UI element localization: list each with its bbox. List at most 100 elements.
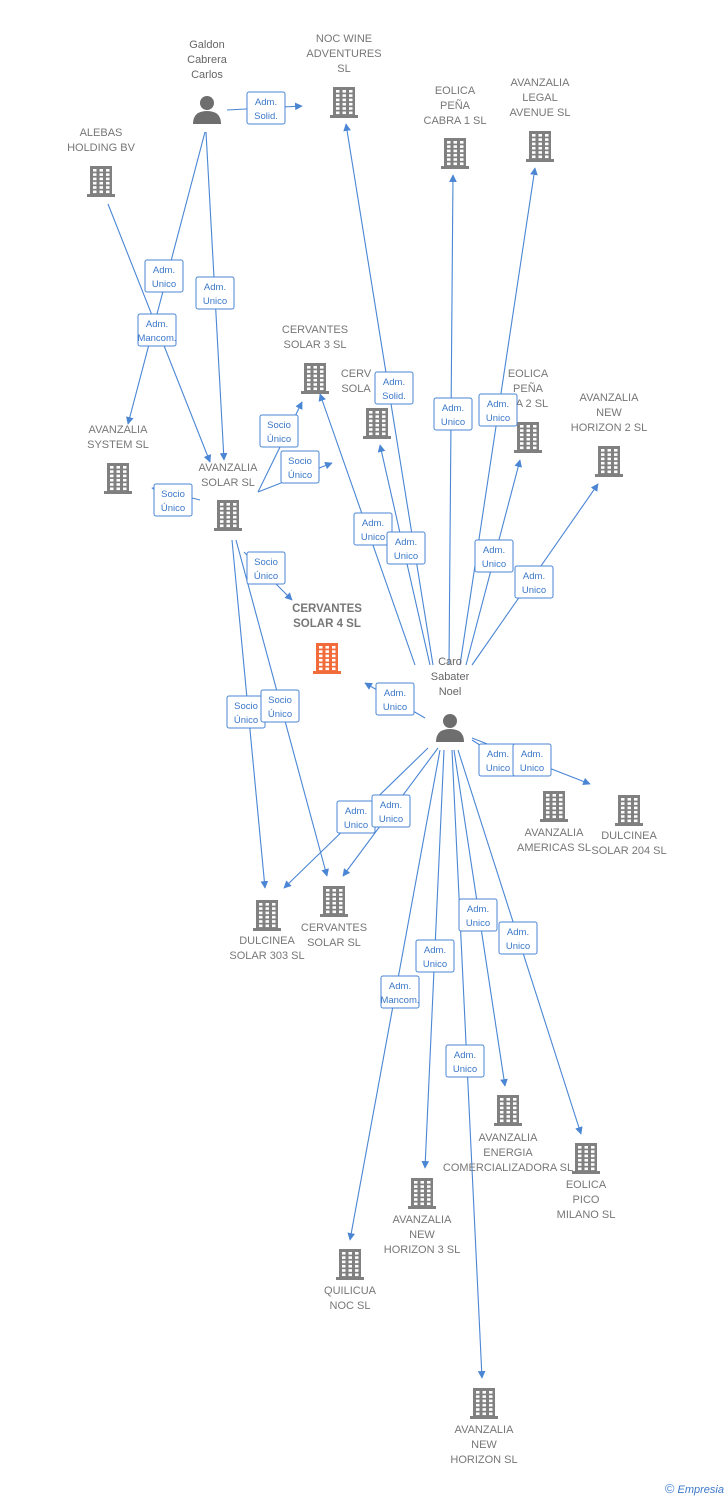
edge-label[interactable]: Adm.Unico	[386, 531, 426, 565]
company-node-cervantes3[interactable]	[301, 363, 329, 394]
company-node-cervantes4[interactable]	[313, 643, 341, 674]
edge-label-text: Solid.	[254, 111, 278, 122]
edge-label[interactable]: Adm.Unico	[445, 1044, 485, 1078]
edge-label-text: Unico	[482, 559, 506, 570]
edge-label[interactable]: Adm.Unico	[512, 743, 552, 777]
edge-label[interactable]: Adm. Unico	[144, 259, 184, 293]
edge-label-text: Adm.	[380, 800, 402, 811]
edge-label-box	[246, 91, 286, 125]
edge-label-text: Adm.	[383, 377, 405, 388]
company-node-avanzalia_energia[interactable]	[494, 1095, 522, 1126]
edge-label[interactable]: Adm. Unico	[474, 539, 514, 573]
company-node-quilicua[interactable]	[336, 1249, 364, 1280]
node-label-avanzalia_legal: AVENUE SL	[510, 107, 571, 119]
node-label-galdon: Cabrera	[187, 54, 228, 66]
company-node-noc_wine[interactable]	[330, 87, 358, 118]
company-node-cervantes_solar[interactable]	[320, 886, 348, 917]
node-label-avanzalia_americas: AMERICAS SL	[517, 842, 591, 854]
edge-label-text: Unico	[506, 941, 530, 952]
edge-label-box	[498, 921, 538, 955]
node-label-eolica_pico: PICO	[573, 1194, 600, 1206]
company-node-avanzalia_nh3[interactable]	[408, 1178, 436, 1209]
edge-label-text: Adm.	[507, 927, 529, 938]
edge-label[interactable]: Adm. Solid.	[374, 371, 414, 405]
node-label-dulcinea204: SOLAR 204 SL	[591, 845, 666, 857]
node-label-galdon: Carlos	[191, 69, 223, 81]
person-node-galdon[interactable]	[193, 96, 221, 124]
edge-label[interactable]: Adm.Unico	[478, 393, 518, 427]
edge-label-box	[474, 539, 514, 573]
building-icon	[253, 900, 281, 931]
edge-label-text: Solid.	[382, 391, 406, 402]
edge-label[interactable]: Adm.Unico	[375, 682, 415, 716]
edge-label-text: Adm.	[146, 319, 168, 330]
company-node-dulcinea204[interactable]	[615, 795, 643, 826]
company-node-avanzalia_solar[interactable]	[214, 500, 242, 531]
edge-label-text: Unico	[152, 279, 176, 290]
edge-label[interactable]: Adm.Unico	[353, 512, 393, 546]
company-node-eolica_pena2[interactable]	[514, 422, 542, 453]
node-label-cerv_solar_hidden: SOLA	[341, 383, 371, 395]
edge-label-text: Unico	[394, 551, 418, 562]
node-label-dulcinea303: SOLAR 303 SL	[229, 950, 304, 962]
footer-brand[interactable]: © Empresia	[665, 1481, 724, 1496]
building-icon	[470, 1388, 498, 1419]
node-label-eolica_pena_cabra1: PEÑA	[440, 99, 471, 112]
person-node-caro[interactable]	[436, 714, 464, 742]
building-icon	[595, 446, 623, 477]
edge-label-text: Adm.	[483, 545, 505, 556]
edge-label[interactable]: Adm.Unico	[336, 800, 376, 834]
node-label-avanzalia_nh2: NEW	[596, 407, 622, 419]
node-label-avanzalia_legal: AVANZALIA	[511, 77, 571, 89]
brand-name: Empresia	[677, 1484, 724, 1496]
company-node-cerv_solar_hidden[interactable]	[363, 408, 391, 439]
edge-label-text: Único	[161, 503, 185, 514]
edge-label-text: Adm.	[389, 981, 411, 992]
building-icon	[615, 795, 643, 826]
person-icon	[193, 96, 221, 124]
company-node-avanzalia_system[interactable]	[104, 463, 132, 494]
edge-label[interactable]: Adm.Unico	[195, 276, 235, 310]
edge-label[interactable]: Adm.Solid.	[246, 91, 286, 125]
edge-label[interactable]: Adm. Unico	[498, 921, 538, 955]
node-label-avanzalia_nh2: AVANZALIA	[580, 392, 640, 404]
edge-label-text: Unico	[453, 1064, 477, 1075]
company-node-alebas[interactable]	[87, 166, 115, 197]
company-node-eolica_pena_cabra1[interactable]	[441, 138, 469, 169]
edge-label[interactable]: Adm.Unico	[458, 898, 498, 932]
node-label-avanzalia_energia: ENERGIA	[483, 1147, 533, 1159]
node-label-eolica_pico: EOLICA	[566, 1179, 607, 1191]
edge-label-text: Unico	[344, 820, 368, 831]
edge-label[interactable]: Adm.Mancom.	[137, 313, 177, 347]
node-label-eolica_pena_cabra1: CABRA 1 SL	[424, 115, 487, 127]
edge-label-text: Unico	[361, 532, 385, 543]
edge-label-text: Adm.	[153, 265, 175, 276]
node-label-cervantes_solar: SOLAR SL	[307, 937, 361, 949]
edge-label-text: Unico	[379, 814, 403, 825]
edge-label[interactable]: Adm.Unico	[514, 565, 554, 599]
edge-label[interactable]: Adm. Unico	[371, 794, 411, 828]
node-label-avanzalia_nh3: NEW	[409, 1229, 435, 1241]
company-node-avanzalia_legal[interactable]	[526, 131, 554, 162]
edge-label-box	[280, 450, 320, 484]
node-label-cervantes4: CERVANTES	[292, 603, 362, 615]
edge-label-box	[353, 512, 393, 546]
edge-label[interactable]: Adm.Unico	[478, 743, 518, 777]
edge-label-text: Adm.	[424, 945, 446, 956]
edge-label[interactable]: Adm.Mancom.	[380, 975, 420, 1009]
edge-label[interactable]: Adm.Unico	[433, 397, 473, 431]
company-node-avanzalia_nh2[interactable]	[595, 446, 623, 477]
company-node-eolica_pico[interactable]	[572, 1143, 600, 1174]
company-node-avanzalia_nh[interactable]	[470, 1388, 498, 1419]
edge-label[interactable]: Adm.Unico	[415, 939, 455, 973]
edge-label-text: Adm.	[442, 403, 464, 414]
company-node-dulcinea303[interactable]	[253, 900, 281, 931]
company-node-avanzalia_americas[interactable]	[540, 791, 568, 822]
